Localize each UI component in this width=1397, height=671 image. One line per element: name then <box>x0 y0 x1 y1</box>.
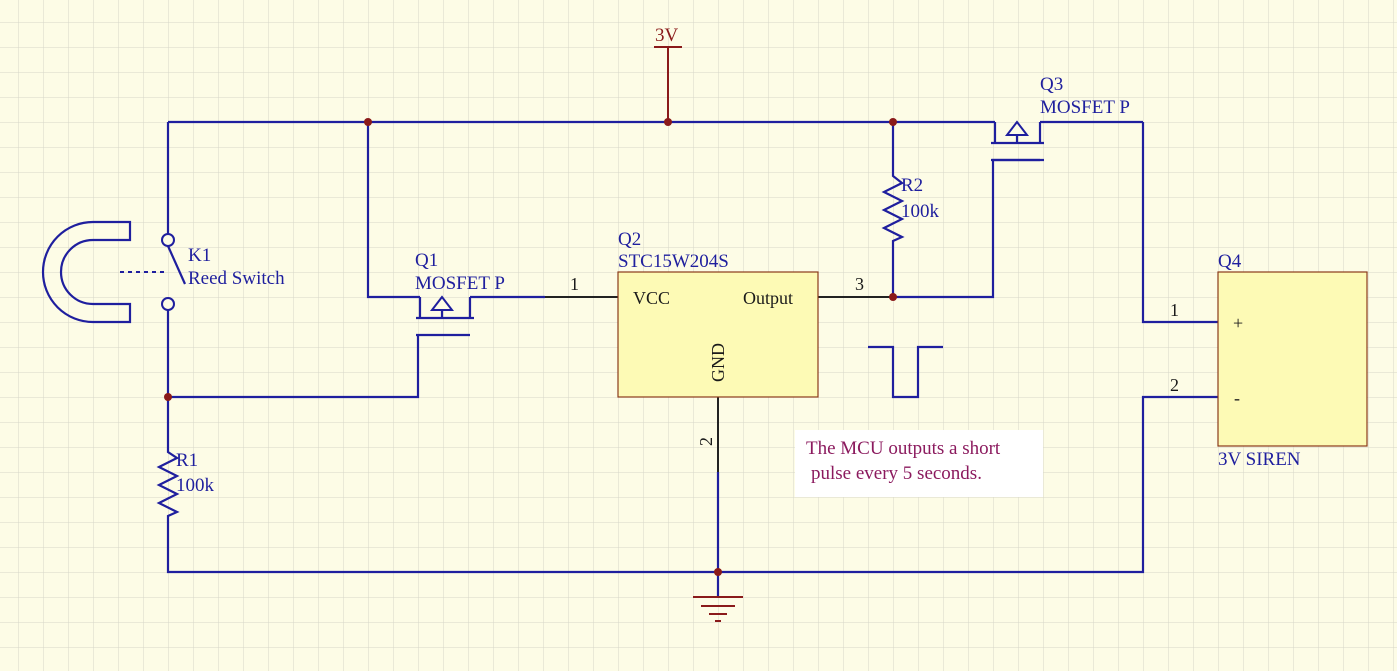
siren-q4: Q4 3V SIREN 1 2 + - <box>1170 251 1368 470</box>
q2-pin2-number: 2 <box>696 437 716 446</box>
q1-desc: MOSFET P <box>415 273 505 294</box>
q4-minus-label: - <box>1234 388 1240 408</box>
mcu-q2: Q2 STC15W204S VCC Output GND 1 3 2 <box>570 229 864 446</box>
pulse-waveform-icon <box>868 345 943 399</box>
q4-desc: 3V SIREN <box>1218 449 1301 470</box>
resistor-r1: R1 100k <box>156 447 215 522</box>
power-label: 3V <box>655 25 679 46</box>
q2-desc: STC15W204S <box>618 251 729 272</box>
power-3v-symbol: 3V <box>654 25 682 48</box>
q3-desc: MOSFET P <box>1040 97 1130 118</box>
note-box: The MCU outputs a short pulse every 5 se… <box>795 430 1043 497</box>
q1-ref: Q1 <box>415 250 438 271</box>
junction-dot <box>714 568 722 576</box>
mosfet-q1: Q1 MOSFET P <box>415 250 505 337</box>
r1-value: 100k <box>176 475 215 496</box>
junctions <box>164 118 897 576</box>
junction-dot <box>364 118 372 126</box>
k1-desc: Reed Switch <box>188 268 285 289</box>
note-line-1: The MCU outputs a short <box>806 438 1001 459</box>
note-line-2: pulse every 5 seconds. <box>811 463 982 484</box>
junction-dot <box>164 393 172 401</box>
siren-body <box>1217 271 1368 447</box>
r2-value: 100k <box>901 201 940 222</box>
q3-ref: Q3 <box>1040 74 1063 95</box>
r1-ref: R1 <box>176 450 198 471</box>
horseshoe-magnet-icon <box>41 220 168 324</box>
reed-switch-k1: K1 Reed Switch <box>161 233 285 311</box>
k1-ref: K1 <box>188 245 211 266</box>
junction-dot <box>664 118 672 126</box>
q4-pin2-number: 2 <box>1170 375 1179 395</box>
mosfet-q3: Q3 MOSFET P <box>991 74 1130 162</box>
q2-pin3-number: 3 <box>855 274 864 294</box>
wires <box>166 47 1218 597</box>
q2-pin-output: Output <box>743 288 793 308</box>
r2-ref: R2 <box>901 175 923 196</box>
q2-pin-gnd: GND <box>708 343 728 382</box>
q2-ref: Q2 <box>618 229 641 250</box>
junction-dot <box>889 118 897 126</box>
q4-ref: Q4 <box>1218 251 1242 272</box>
q2-pin1-number: 1 <box>570 274 579 294</box>
q4-plus-label: + <box>1233 313 1243 333</box>
resistor-r2: R2 100k <box>881 172 940 247</box>
ground-symbol <box>693 596 743 622</box>
q4-pin1-number: 1 <box>1170 300 1179 320</box>
junction-dot <box>889 293 897 301</box>
q2-pin-vcc: VCC <box>633 288 670 308</box>
mcu-body <box>617 271 819 398</box>
